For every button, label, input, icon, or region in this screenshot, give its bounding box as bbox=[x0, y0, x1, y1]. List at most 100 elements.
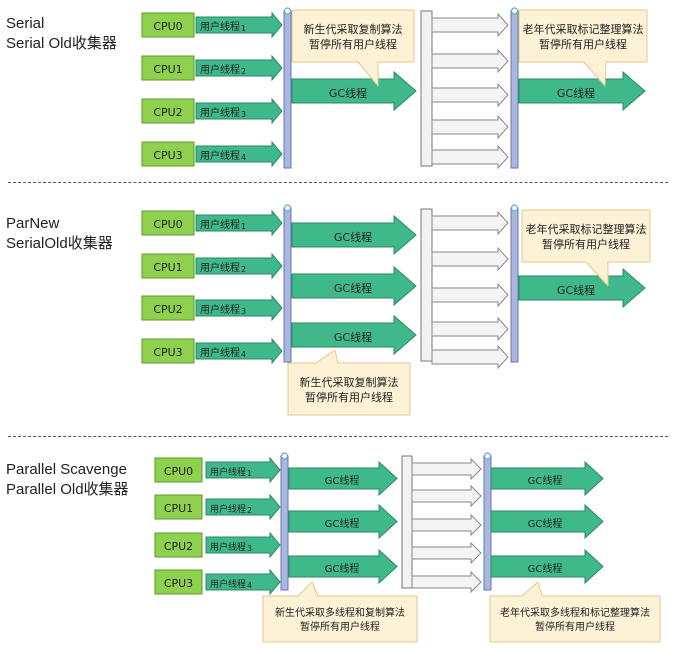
callout-text-line1: 新生代采取复制算法 bbox=[300, 375, 399, 389]
blocked-user-thread-arrow bbox=[431, 210, 509, 236]
user-thread-arrow bbox=[205, 493, 281, 521]
gc-thread-label: GC线程 bbox=[528, 562, 563, 575]
section-divider bbox=[8, 182, 668, 183]
user-thread-arrow bbox=[205, 568, 281, 596]
gc-thread-arrow bbox=[288, 548, 398, 585]
gc-thread-label: GC线程 bbox=[334, 330, 372, 344]
user-thread-number: 2 bbox=[247, 506, 252, 515]
safepoint-bar bbox=[510, 207, 519, 363]
user-thread-label: 用户线程 bbox=[200, 261, 240, 274]
safepoint-bar bbox=[510, 10, 519, 169]
blocked-user-thread-arrow bbox=[411, 457, 482, 481]
user-thread-number: 4 bbox=[241, 350, 246, 359]
user-thread-label: 用户线程 bbox=[200, 106, 240, 119]
user-thread-label: 用户线程 bbox=[200, 63, 240, 76]
cpu-box bbox=[154, 569, 203, 595]
user-thread-arrow bbox=[195, 140, 283, 168]
user-thread-label: 用户线程 bbox=[200, 149, 240, 162]
user-thread-number: 1 bbox=[241, 222, 246, 231]
callout-text-line1: 老年代采取标记整理算法 bbox=[523, 22, 644, 36]
gc-thread-arrow bbox=[291, 70, 417, 112]
callout-text-line2: 暂停所有用户线程 bbox=[535, 620, 615, 633]
safepoint-marker bbox=[483, 452, 492, 460]
cpu-label: CPU1 bbox=[153, 63, 182, 76]
safepoint-marker bbox=[510, 204, 519, 212]
gc-thread-label: GC线程 bbox=[557, 283, 595, 297]
user-thread-label: 用户线程 bbox=[200, 303, 240, 316]
cpu-box bbox=[141, 55, 195, 81]
gc-thread-arrow bbox=[490, 503, 604, 540]
cpu-label: CPU2 bbox=[153, 106, 182, 119]
user-thread-arrow bbox=[195, 209, 283, 237]
user-thread-label: 用户线程 bbox=[210, 466, 246, 478]
safepoint-bar bbox=[283, 10, 292, 169]
safepoint-marker bbox=[510, 7, 519, 15]
cpu-box bbox=[154, 532, 203, 558]
callout-text-line2: 暂停所有用户线程 bbox=[305, 390, 393, 404]
cpu-label: CPU0 bbox=[153, 218, 182, 231]
app-resume-bar bbox=[420, 208, 433, 362]
app-resume-bar bbox=[420, 10, 433, 167]
user-thread-label: 用户线程 bbox=[210, 578, 246, 590]
cpu-label: CPU2 bbox=[164, 540, 193, 553]
user-thread-label: 用户线程 bbox=[210, 503, 246, 515]
safepoint-bar bbox=[283, 207, 292, 363]
gc-thread-arrow bbox=[291, 265, 417, 307]
user-thread-label: 用户线程 bbox=[200, 20, 240, 33]
user-thread-label: 用户线程 bbox=[210, 541, 246, 553]
title-line1: ParNew bbox=[6, 215, 60, 232]
blocked-user-thread-arrow bbox=[431, 114, 509, 140]
blocked-user-thread-arrow bbox=[431, 12, 509, 38]
user-thread-label: 用户线程 bbox=[200, 218, 240, 231]
cpu-label: CPU3 bbox=[153, 346, 182, 359]
gc-thread-label: GC线程 bbox=[528, 474, 563, 487]
user-thread-number: 2 bbox=[241, 265, 246, 274]
cpu-box bbox=[141, 98, 195, 124]
user-thread-number: 3 bbox=[247, 544, 252, 553]
callout-bubble bbox=[521, 209, 651, 287]
cpu-label: CPU3 bbox=[153, 149, 182, 162]
user-thread-number: 1 bbox=[247, 469, 252, 478]
callout-bubble bbox=[262, 581, 418, 643]
gc-thread-label: GC线程 bbox=[334, 230, 372, 244]
safepoint-marker bbox=[280, 452, 289, 460]
user-thread-arrow bbox=[195, 97, 283, 125]
title-line2: Serial Old收集器 bbox=[6, 35, 117, 52]
callout-text-line1: 老年代采取多线程和标记整理算法 bbox=[500, 606, 650, 619]
cpu-box bbox=[154, 457, 203, 483]
callout-bubble bbox=[518, 9, 648, 87]
cpu-label: CPU1 bbox=[153, 261, 182, 274]
gc-thread-label: GC线程 bbox=[334, 281, 372, 295]
user-thread-arrow bbox=[205, 456, 281, 484]
cpu-box bbox=[141, 253, 195, 279]
blocked-user-thread-arrow bbox=[431, 144, 509, 170]
section-title-parallel: Parallel Scavenge Parallel Old收集器 bbox=[6, 460, 129, 500]
gc-thread-label: GC线程 bbox=[325, 562, 360, 575]
section-title-serial: Serial Serial Old收集器 bbox=[6, 14, 117, 54]
gc-thread-label: GC线程 bbox=[557, 86, 595, 100]
gc-thread-arrow bbox=[490, 548, 604, 585]
cpu-box bbox=[154, 494, 203, 520]
user-thread-label: 用户线程 bbox=[200, 346, 240, 359]
cpu-label: CPU0 bbox=[164, 465, 193, 478]
gc-thread-label: GC线程 bbox=[329, 86, 367, 100]
user-thread-arrow bbox=[195, 54, 283, 82]
callout-text-line2: 暂停所有用户线程 bbox=[542, 237, 630, 251]
callout-text-line2: 暂停所有用户线程 bbox=[309, 37, 397, 51]
gc-thread-arrow bbox=[518, 267, 646, 309]
gc-thread-label: GC线程 bbox=[528, 517, 563, 530]
blocked-user-thread-arrow bbox=[431, 82, 509, 108]
gc-thread-label: GC线程 bbox=[325, 474, 360, 487]
callout-text-line2: 暂停所有用户线程 bbox=[300, 620, 380, 633]
gc-thread-arrow bbox=[518, 70, 646, 112]
user-thread-number: 1 bbox=[241, 24, 246, 33]
safepoint-marker bbox=[283, 7, 292, 15]
callout-bubble bbox=[291, 9, 415, 87]
safepoint-marker bbox=[283, 204, 292, 212]
user-thread-number: 3 bbox=[241, 307, 246, 316]
title-line2: Parallel Old收集器 bbox=[6, 481, 129, 498]
section-divider bbox=[8, 436, 668, 437]
safepoint-bar bbox=[280, 455, 289, 591]
callout-text-line2: 暂停所有用户线程 bbox=[539, 37, 627, 51]
